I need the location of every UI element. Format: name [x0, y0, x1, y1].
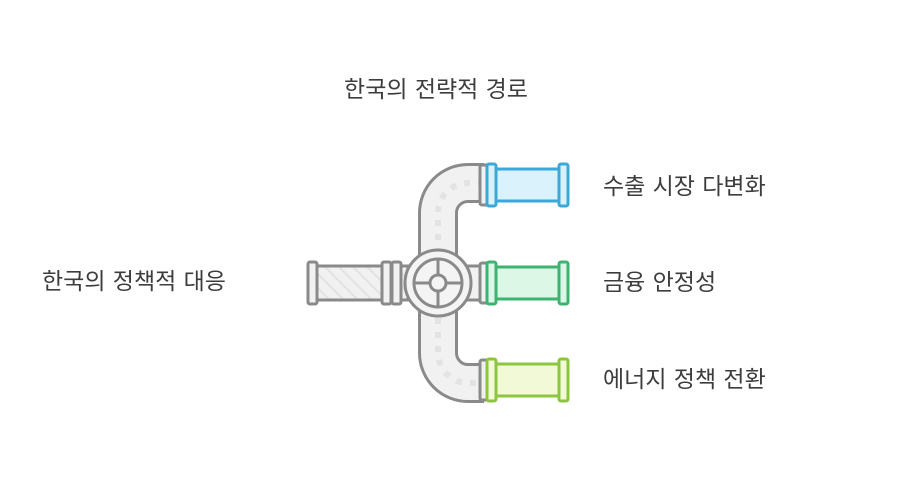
output-label-energy-policy-shift: 에너지 정책 전환	[603, 367, 766, 393]
output-pipe-energy	[478, 357, 570, 403]
valve-icon	[403, 248, 473, 318]
output-pipe-export	[478, 162, 570, 208]
output-pipe-finance	[478, 260, 570, 306]
output-label-export-diversification: 수출 시장 다변화	[603, 174, 766, 200]
input-pipe	[306, 260, 410, 306]
diagram-title: 한국의 전략적 경로	[344, 77, 528, 103]
source-label: 한국의 정책적 대응	[42, 269, 226, 295]
output-label-financial-stability: 금융 안정성	[603, 270, 717, 296]
